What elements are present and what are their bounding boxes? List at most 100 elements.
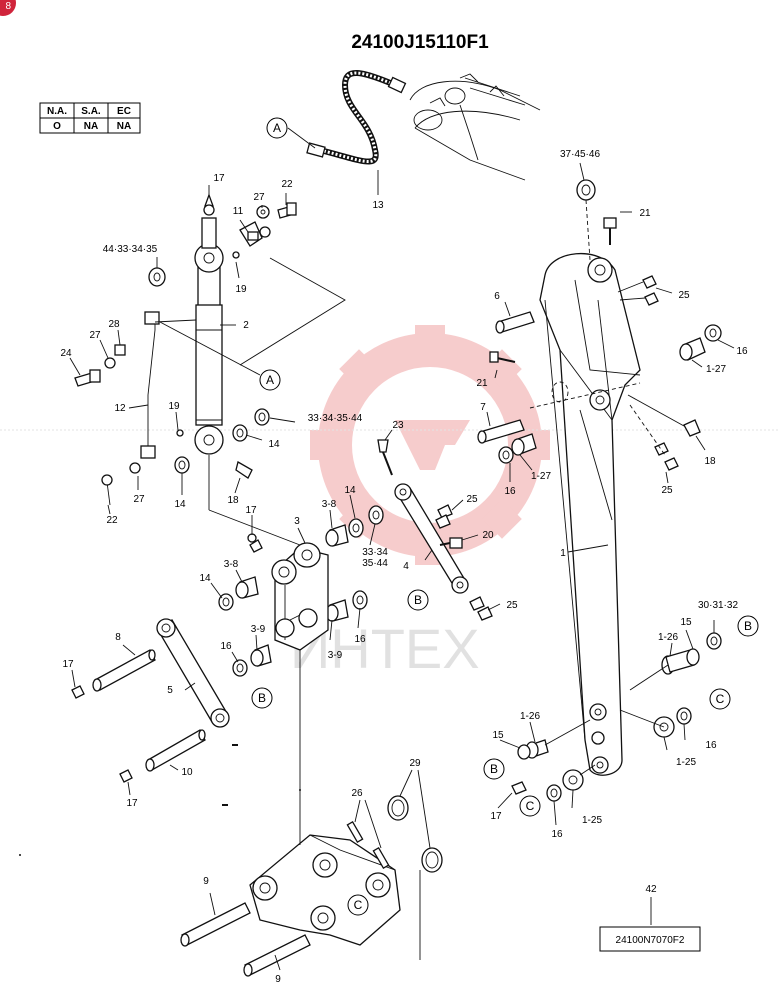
link-part-4	[394, 483, 469, 594]
label-33-34: 33·34	[362, 547, 388, 558]
label-7: 7	[480, 402, 486, 413]
svg-text:C: C	[526, 799, 535, 813]
pin-6	[495, 311, 535, 334]
boom-upper-outline	[409, 73, 541, 181]
table-value-na: O	[53, 121, 61, 132]
label-16: 16	[551, 829, 563, 840]
label-9: 9	[275, 974, 281, 985]
svg-text:B: B	[744, 619, 752, 633]
label-16: 16	[354, 634, 366, 645]
label-13: 13	[372, 200, 384, 211]
label-27: 27	[89, 330, 101, 341]
table-value-sa: NA	[84, 121, 98, 132]
arm-cylinder	[194, 193, 224, 455]
table-header-sa: S.A.	[81, 106, 101, 117]
label-33-34-35-44: 33·34·35·44	[308, 413, 363, 424]
label-1-25: 1-25	[582, 815, 602, 826]
table-header-ec: EC	[117, 106, 131, 117]
callout-b-right: B	[737, 615, 759, 637]
label-16: 16	[736, 346, 748, 357]
reference-box: 24100N7070F2	[599, 926, 701, 952]
label-1: 1	[560, 548, 566, 559]
label-1-26: 1-26	[658, 632, 678, 643]
callout-c-bracket: C	[347, 894, 369, 916]
label-17: 17	[490, 811, 502, 822]
label-21: 21	[639, 208, 651, 219]
svg-text:A: A	[273, 121, 281, 135]
label-42: 42	[645, 884, 657, 895]
pin-8	[92, 649, 156, 692]
callout-a-mid: A	[259, 369, 281, 391]
label-19: 19	[168, 401, 180, 412]
svg-text:B: B	[414, 593, 422, 607]
label-20: 20	[482, 530, 494, 541]
label-25: 25	[678, 290, 690, 301]
label-17: 17	[245, 505, 257, 516]
label-11: 11	[233, 206, 244, 217]
label-18: 18	[704, 456, 716, 467]
label-9: 9	[203, 876, 209, 887]
callout-b-lower: B	[483, 758, 505, 780]
label-27: 27	[133, 494, 145, 505]
label-12: 12	[114, 403, 126, 414]
link-bushings	[325, 505, 384, 622]
svg-text:B: B	[258, 691, 266, 705]
label-18: 18	[227, 495, 239, 506]
label-15: 15	[680, 617, 692, 628]
label-16: 16	[220, 641, 232, 652]
label-6: 6	[494, 291, 500, 302]
label-27: 27	[253, 192, 265, 203]
label-29: 29	[409, 758, 421, 769]
link-bracket-part-3	[271, 542, 329, 651]
label-3-8: 3-8	[224, 559, 239, 570]
label-4: 4	[403, 561, 409, 572]
label-19: 19	[235, 284, 247, 295]
label-8: 8	[115, 632, 121, 643]
svg-text:C: C	[716, 692, 725, 706]
callout-c-right: C	[709, 688, 731, 710]
svg-text:B: B	[490, 762, 498, 776]
label-17: 17	[126, 798, 138, 809]
arm-body	[539, 252, 641, 776]
side-link-part-5	[156, 618, 230, 728]
label-17: 17	[62, 659, 74, 670]
callout-b-link: B	[407, 589, 429, 611]
svg-text:24100N7070F2: 24100N7070F2	[616, 935, 685, 946]
label-14: 14	[199, 573, 211, 584]
drawing-title: 24100J15110F1	[351, 32, 489, 53]
label-23: 23	[392, 420, 404, 431]
label-14: 14	[174, 499, 186, 510]
label-25: 25	[466, 494, 478, 505]
applicability-table: N.A. S.A. EC O NA NA	[39, 102, 141, 134]
label-26: 26	[351, 788, 363, 799]
callout-a-top: A	[266, 117, 288, 139]
label-1-26: 1-26	[520, 711, 540, 722]
label-24: 24	[60, 348, 72, 359]
label-1-27: 1-27	[531, 471, 551, 482]
label-1-25: 1-25	[676, 757, 696, 768]
pin-9-lower	[243, 934, 311, 977]
label-10: 10	[181, 767, 193, 778]
label-25: 25	[661, 485, 673, 496]
bucket-bracket	[249, 834, 401, 946]
pin-7	[477, 419, 525, 444]
label-35-44: 35·44	[362, 558, 388, 569]
callout-c-lower: C	[519, 795, 541, 817]
hydraulic-hose	[306, 70, 407, 165]
leader-lines	[69, 162, 735, 971]
label-3-8: 3-8	[322, 499, 337, 510]
label-15: 15	[492, 730, 504, 741]
label-3-9: 3-9	[251, 624, 266, 635]
label-1-27: 1-27	[706, 364, 726, 375]
label-37-45-46: 37·45·46	[560, 149, 600, 160]
arm-bushings	[498, 324, 722, 471]
svg-text:A: A	[266, 373, 274, 387]
part-labels: 17 27 22 11 44·33·34·35 19 2 28 27 24 12…	[60, 149, 748, 985]
table-header-na: N.A.	[47, 106, 67, 117]
label-44-33-34-35: 44·33·34·35	[103, 244, 158, 255]
table-value-ec: NA	[117, 121, 131, 132]
label-3-9: 3-9	[328, 650, 343, 661]
label-5: 5	[167, 685, 173, 696]
